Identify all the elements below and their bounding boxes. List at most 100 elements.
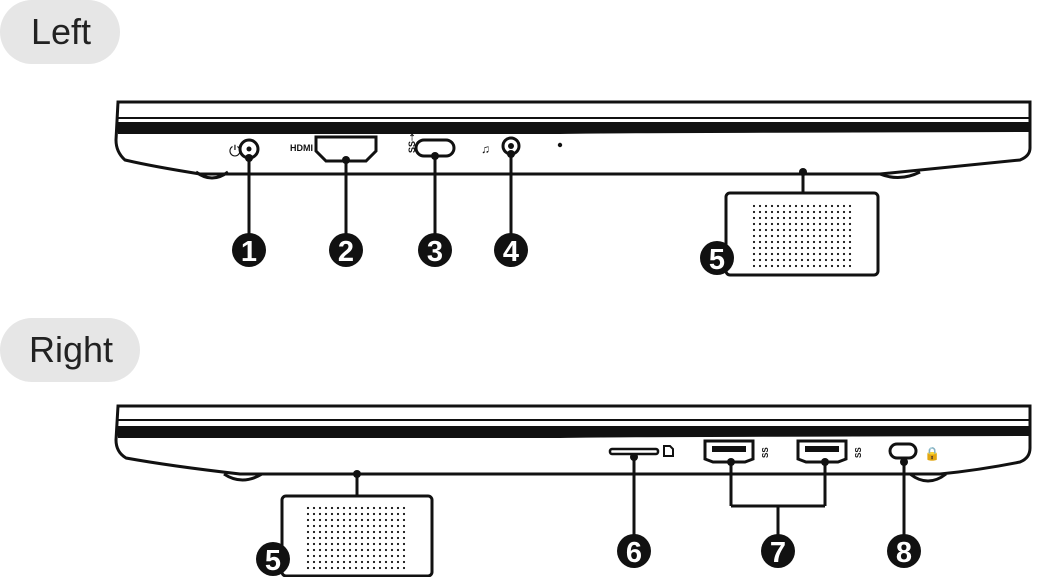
- grille-hole: [342, 506, 346, 510]
- grille-hole: [396, 512, 400, 516]
- power-plug-icon: ⏻: [229, 143, 241, 160]
- grille-hole: [788, 258, 792, 262]
- grille-hole: [818, 234, 822, 238]
- grille-hole: [812, 246, 816, 250]
- grille-hole: [830, 228, 834, 232]
- headphone-icon: ♫: [481, 142, 490, 156]
- grille-hole: [366, 560, 370, 564]
- grille-hole: [306, 560, 310, 564]
- grille-hole: [830, 240, 834, 244]
- grille-hole: [378, 560, 382, 564]
- grille-hole: [812, 228, 816, 232]
- grille-hole: [348, 524, 352, 528]
- grille-hole: [348, 536, 352, 540]
- grille-hole: [764, 216, 768, 220]
- grille-hole: [836, 216, 840, 220]
- grille-hole: [378, 524, 382, 528]
- grille-hole: [402, 548, 406, 552]
- grille-hole: [824, 246, 828, 250]
- grille-hole: [782, 264, 786, 268]
- grille-hole: [396, 554, 400, 558]
- grille-hole: [782, 246, 786, 250]
- grille-hole: [330, 512, 334, 516]
- grille-hole: [348, 554, 352, 558]
- grille-hole: [758, 234, 762, 238]
- grille-hole: [794, 228, 798, 232]
- grille-hole: [836, 234, 840, 238]
- grille-hole: [806, 204, 810, 208]
- grille-hole: [812, 210, 816, 214]
- grille-hole: [800, 246, 804, 250]
- grille-hole: [794, 252, 798, 256]
- grille-hole: [324, 536, 328, 540]
- grille-hole: [764, 240, 768, 244]
- grille-hole: [752, 222, 756, 226]
- ss-usb-icon-left: SS⇢: [407, 133, 417, 153]
- grille-hole: [758, 258, 762, 262]
- grille-hole: [336, 512, 340, 516]
- grille-hole: [342, 560, 346, 564]
- grille-hole: [402, 542, 406, 546]
- grille-hole: [770, 252, 774, 256]
- grille-hole: [794, 240, 798, 244]
- callouts-right: 5 6 7 8: [256, 534, 921, 577]
- grille-hole: [770, 216, 774, 220]
- grille-hole: [764, 258, 768, 262]
- grille-hole: [848, 228, 852, 232]
- grille-hole: [378, 530, 382, 534]
- grille-hole: [324, 548, 328, 552]
- grille-hole: [770, 258, 774, 262]
- grille-hole: [396, 548, 400, 552]
- grille-hole: [842, 216, 846, 220]
- grille-hole: [824, 222, 828, 226]
- grille-hole: [312, 524, 316, 528]
- grille-hole: [390, 512, 394, 516]
- grille-hole: [306, 548, 310, 552]
- grille-hole: [348, 548, 352, 552]
- foot-right-1: [223, 472, 263, 482]
- grille-hole: [752, 204, 756, 208]
- grille-hole: [752, 234, 756, 238]
- grille-hole: [794, 234, 798, 238]
- foot-left-1: [195, 170, 229, 180]
- grille-hole: [818, 204, 822, 208]
- grille-hole: [396, 518, 400, 522]
- sd-card-icon: [663, 445, 674, 457]
- grille-hole: [390, 536, 394, 540]
- grille-hole: [378, 548, 382, 552]
- lid-seam-right: [116, 426, 1030, 438]
- grille-hole: [312, 542, 316, 546]
- grille-hole: [360, 542, 364, 546]
- grille-hole: [848, 216, 852, 220]
- callout-3: 3: [427, 236, 443, 268]
- grille-hole: [800, 240, 804, 244]
- grille-hole: [782, 258, 786, 262]
- grille-hole: [390, 506, 394, 510]
- grille-hole: [354, 518, 358, 522]
- grille-hole: [818, 246, 822, 250]
- grille-hole: [824, 228, 828, 232]
- grille-hole: [830, 204, 834, 208]
- grille-hole: [752, 216, 756, 220]
- grille-hole: [330, 554, 334, 558]
- grille-hole: [752, 252, 756, 256]
- grille-hole: [788, 216, 792, 220]
- grille-hole: [402, 506, 406, 510]
- grille-hole: [342, 548, 346, 552]
- grille-hole: [348, 542, 352, 546]
- grille-hole: [782, 252, 786, 256]
- grille-hole: [848, 246, 852, 250]
- grille-hole: [402, 536, 406, 540]
- grille-hole: [782, 240, 786, 244]
- grille-hole: [390, 530, 394, 534]
- leader-dots-left: [245, 150, 807, 176]
- grille-hole: [794, 210, 798, 214]
- grille-hole: [396, 560, 400, 564]
- grille-hole: [842, 234, 846, 238]
- grille-hole: [848, 252, 852, 256]
- grille-hole: [354, 512, 358, 516]
- grille-hole: [360, 548, 364, 552]
- grille-hole: [324, 530, 328, 534]
- grille-hole: [384, 548, 388, 552]
